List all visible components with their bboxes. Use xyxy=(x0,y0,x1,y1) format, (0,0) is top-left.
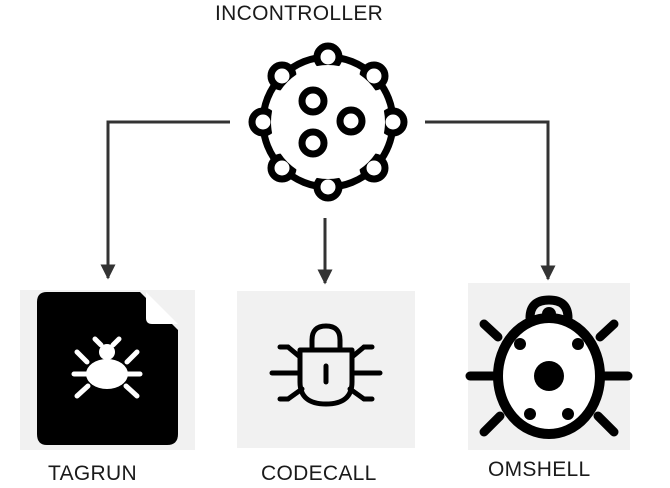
omshell-label: OMSHELL xyxy=(488,458,591,481)
bug-file-icon xyxy=(37,292,178,445)
tagrun-label: TAGRUN xyxy=(48,462,137,485)
ladybug-icon xyxy=(465,295,633,439)
incontroller-label: INCONTROLLER xyxy=(215,2,384,25)
connectors xyxy=(100,120,556,285)
arrow-to-omshell xyxy=(425,120,556,281)
bug-lock-icon xyxy=(269,323,383,407)
virus-icon xyxy=(248,42,408,202)
codecall-label: CODECALL xyxy=(261,462,377,485)
arrow-to-tagrun xyxy=(100,120,230,280)
